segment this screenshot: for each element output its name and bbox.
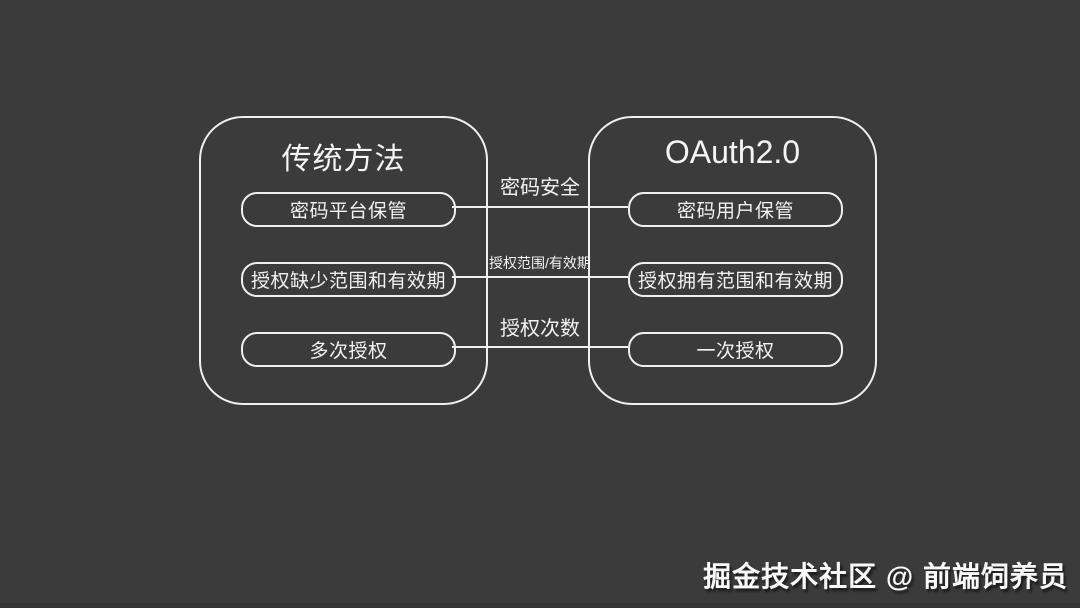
node-label: 多次授权 <box>309 341 388 362</box>
node-user-keeps-password: 密码用户保管 <box>628 192 843 227</box>
oauth2-panel: OAuth2.0 密码用户保管 授权拥有范围和有效期 一次授权 <box>588 116 877 405</box>
node-label: 密码用户保管 <box>676 201 794 222</box>
connector-line-auth-count <box>452 346 628 348</box>
node-lacks-scope-and-validity: 授权缺少范围和有效期 <box>241 262 456 297</box>
node-label: 一次授权 <box>696 341 775 362</box>
node-multiple-authorizations: 多次授权 <box>241 332 456 367</box>
node-label: 授权缺少范围和有效期 <box>250 271 446 292</box>
panel-title-oauth2: OAuth2.0 <box>664 134 801 170</box>
bottom-edge-strip <box>0 603 1080 608</box>
connector-line-scope-validity <box>452 276 628 278</box>
connector-label-scope-validity: 授权范围/有效期 <box>489 255 591 271</box>
connector-label-auth-count: 授权次数 <box>500 318 580 340</box>
node-label: 密码平台保管 <box>289 201 407 222</box>
connector-label-password-security: 密码安全 <box>500 177 580 199</box>
node-platform-keeps-password: 密码平台保管 <box>241 192 456 227</box>
traditional-method-panel: 传统方法 密码平台保管 授权缺少范围和有效期 多次授权 <box>199 116 488 405</box>
watermark-credit: 掘金技术社区 @ 前端饲养员 <box>703 561 1068 592</box>
node-label: 授权拥有范围和有效期 <box>637 271 833 292</box>
panel-title-traditional: 传统方法 <box>281 143 406 176</box>
node-has-scope-and-validity: 授权拥有范围和有效期 <box>628 262 843 297</box>
connector-line-password-security <box>452 206 628 208</box>
node-one-time-authorization: 一次授权 <box>628 332 843 367</box>
